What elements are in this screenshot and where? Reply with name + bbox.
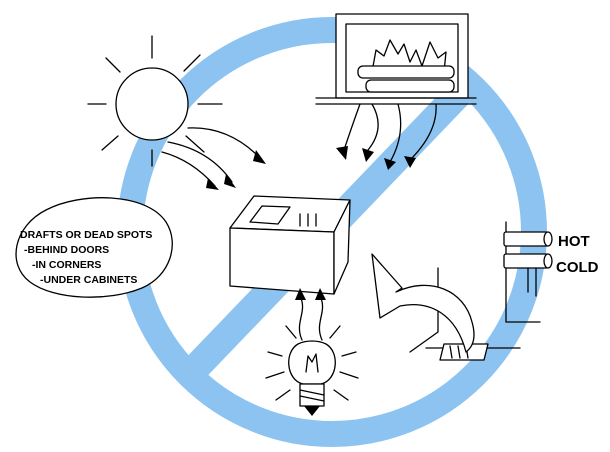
callout-item: -UNDER CABINETS <box>40 274 137 286</box>
callout-title: DRAFTS OR DEAD SPOTS <box>20 229 152 241</box>
fireplace-icon <box>315 13 477 170</box>
heat-arrow-icon <box>371 253 521 361</box>
hot-label: HOT <box>558 233 590 250</box>
callout-item: -IN CORNERS <box>32 259 101 271</box>
callout-item: -BEHIND DOORS <box>24 244 109 256</box>
cold-label: COLD <box>556 259 599 276</box>
drafts-callout: DRAFTS OR DEAD SPOTS -BEHIND DOORS -IN C… <box>15 197 173 298</box>
sun-icon <box>87 35 266 190</box>
thermostat-icon <box>229 195 351 295</box>
light-bulb-icon <box>265 288 359 416</box>
hot-cold-pipes-icon: HOT COLD <box>503 221 599 323</box>
